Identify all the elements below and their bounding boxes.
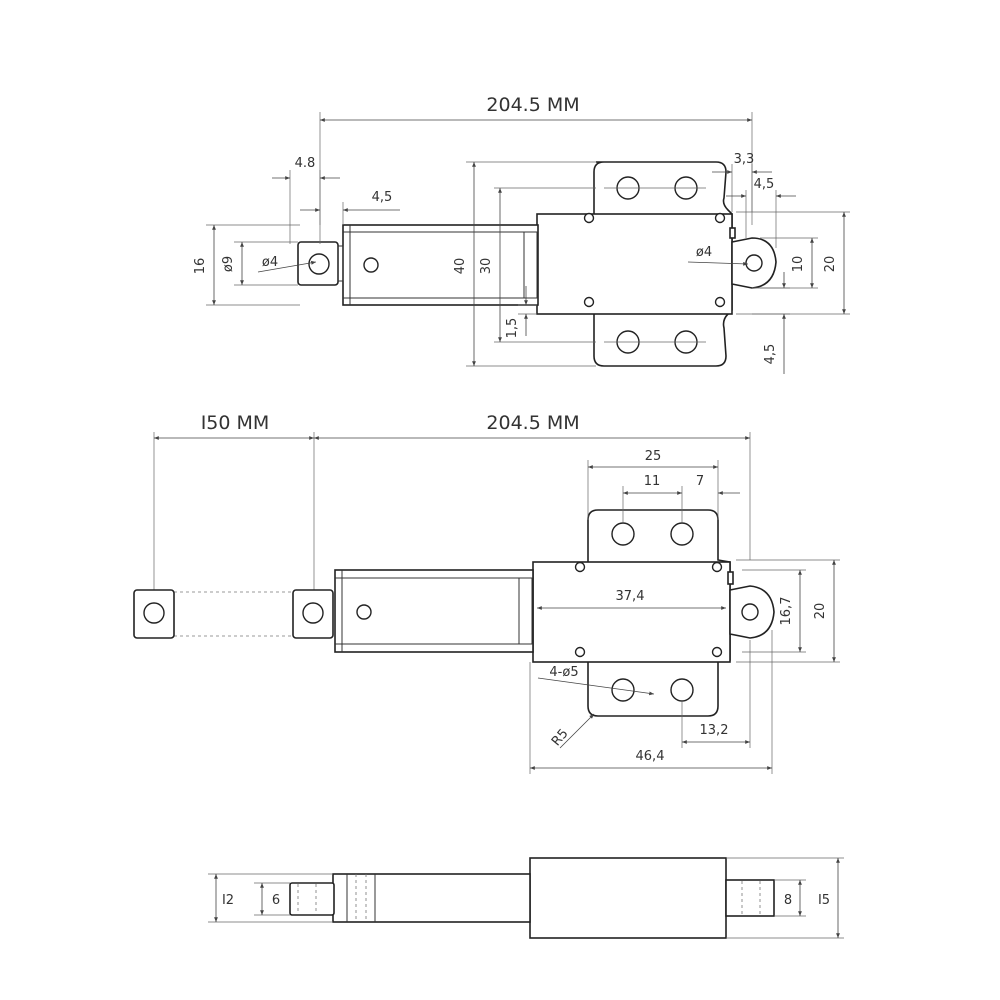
middle-bracket-hole <box>670 522 694 546</box>
top-dim-1-5: 1,5 <box>505 318 520 339</box>
top-dim-30: 30 <box>479 258 494 275</box>
middle-dim-r5: R5 <box>549 726 572 749</box>
top-dim-dia4-left: ø4 <box>262 255 278 270</box>
middle-housing-screw <box>574 561 586 573</box>
top-dim-4-5-bottom: 4,5 <box>763 344 778 365</box>
middle-extended-rod-end-hole <box>143 602 165 624</box>
middle-rear-clevis-hole <box>741 603 759 621</box>
side-dim-15: I5 <box>818 893 830 908</box>
top-housing-screw <box>714 296 726 308</box>
middle-dim-13-2: 13,2 <box>700 723 729 738</box>
middle-dim-25: 25 <box>645 449 662 464</box>
top-dim-dia9: ø9 <box>221 256 236 272</box>
middle-connector <box>727 571 734 585</box>
middle-view: I50 MM 204.5 MM <box>133 412 840 774</box>
middle-motor-housing <box>532 561 731 663</box>
middle-dim-16-7: 16,7 <box>779 597 794 626</box>
top-housing-screw <box>583 212 595 224</box>
middle-housing-screw <box>711 646 723 658</box>
top-dim-10: 10 <box>791 256 806 273</box>
middle-bracket-hole <box>611 522 635 546</box>
top-connector <box>729 227 736 239</box>
side-dim-12: I2 <box>222 893 234 908</box>
middle-dim-7: 7 <box>696 474 704 489</box>
top-dim-4-8: 4.8 <box>295 156 316 171</box>
middle-dim-4-dia5: 4-ø5 <box>549 665 578 680</box>
top-view: 204.5 MM 4.8 <box>193 94 850 374</box>
side-rear-clevis <box>725 879 775 917</box>
top-dim-4-5-left: 4,5 <box>372 190 393 205</box>
top-dim-4-5-right: 4,5 <box>754 177 775 192</box>
side-outer-tube <box>332 873 531 923</box>
side-dim-8: 8 <box>784 893 792 908</box>
middle-dim-37-4: 37,4 <box>616 589 645 604</box>
top-rod-end-hole <box>308 253 330 275</box>
middle-housing-screw <box>711 561 723 573</box>
side-rod-end <box>289 882 335 916</box>
middle-dim-11: 11 <box>644 474 661 489</box>
top-dim-20: 20 <box>823 256 838 273</box>
top-rear-clevis-hole <box>745 254 763 272</box>
side-dim-6: 6 <box>272 893 280 908</box>
top-dim-dia4-right: ø4 <box>696 245 712 260</box>
middle-dim-46-4: 46,4 <box>636 749 665 764</box>
middle-stroke-length-label: I50 MM <box>201 412 270 434</box>
top-motor-housing <box>536 213 733 315</box>
side-view: I2 6 8 I5 <box>208 857 844 939</box>
top-total-length-label: 204.5 MM <box>486 94 579 116</box>
top-tube-hole <box>363 257 379 273</box>
middle-housing-screw <box>574 646 586 658</box>
top-dim-3-3: 3,3 <box>734 152 755 167</box>
top-housing-screw <box>714 212 726 224</box>
top-housing-screw <box>583 296 595 308</box>
middle-bracket-hole <box>670 678 694 702</box>
middle-tube-hole <box>356 604 372 620</box>
top-dim-16: 16 <box>193 258 208 275</box>
middle-dim-20: 20 <box>813 603 828 620</box>
side-motor-housing <box>529 857 727 939</box>
middle-total-length-label: 204.5 MM <box>486 412 579 434</box>
top-dim-40: 40 <box>453 258 468 275</box>
middle-rod-end-hole <box>302 602 324 624</box>
